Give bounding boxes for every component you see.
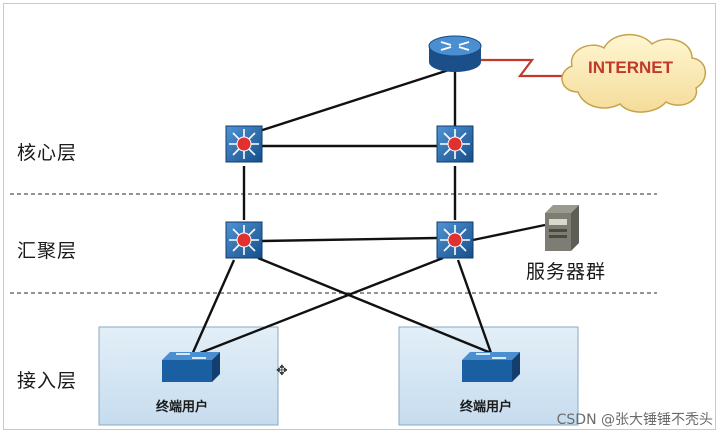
server-icon — [545, 205, 579, 251]
access-switch-left-icon — [162, 352, 220, 382]
move-cursor-icon: ✥ — [276, 363, 288, 379]
network-links — [189, 66, 546, 358]
core-layer-label: 核心层 — [17, 142, 78, 164]
server-group-label: 服务器群 — [526, 261, 607, 283]
aggregation-switch-left-icon — [225, 221, 263, 259]
end-user-label-left: 终端用户 — [156, 400, 209, 415]
link-agg-right-user-left — [199, 256, 444, 355]
end-user-label-right: 终端用户 — [460, 400, 513, 415]
access-layer-label: 接入层 — [17, 370, 78, 392]
link-agg-agg — [261, 236, 438, 243]
router-icon — [428, 35, 482, 72]
link-agg-left-user-right — [257, 256, 492, 355]
internet-cloud-icon — [561, 33, 706, 113]
link-agg-right-user-right — [456, 259, 493, 354]
link-agg-right-server — [472, 223, 546, 242]
wan-link-zigzag — [480, 58, 570, 78]
access-switch-right-icon — [462, 352, 520, 382]
link-agg-left-user-left — [189, 259, 236, 358]
core-switch-left-icon — [225, 125, 263, 163]
core-switch-right-icon — [436, 125, 474, 163]
link-router-core-left — [243, 66, 456, 138]
watermark: CSDN @张大锤锤不秃头 — [556, 412, 713, 428]
aggregation-layer-label: 汇聚层 — [17, 240, 78, 262]
internet-label: INTERNET — [588, 58, 673, 77]
aggregation-switch-right-icon — [436, 221, 474, 259]
